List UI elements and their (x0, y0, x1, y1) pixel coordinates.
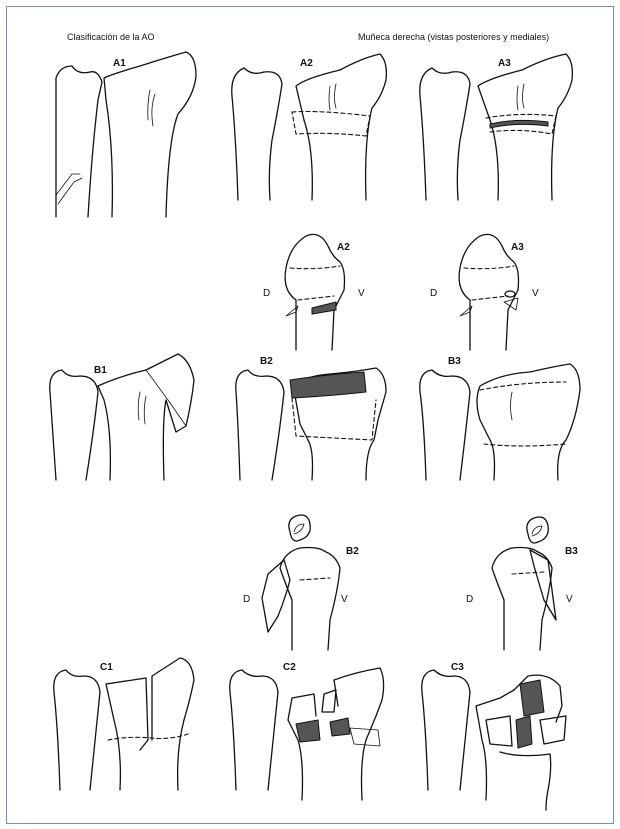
bone-b2 (236, 368, 386, 480)
bone-c2 (230, 668, 384, 800)
bone-b2-lateral (262, 515, 340, 650)
bone-a1 (56, 52, 196, 217)
bone-b1 (50, 354, 194, 480)
bone-a2 (232, 54, 387, 200)
bone-a3 (420, 54, 573, 200)
bone-c1 (54, 658, 194, 790)
bone-b3-lateral (492, 517, 556, 650)
bone-b3 (420, 364, 580, 480)
bone-a2-lateral (285, 234, 344, 350)
bone-c3 (422, 670, 566, 810)
bone-a3-lateral (459, 234, 518, 350)
